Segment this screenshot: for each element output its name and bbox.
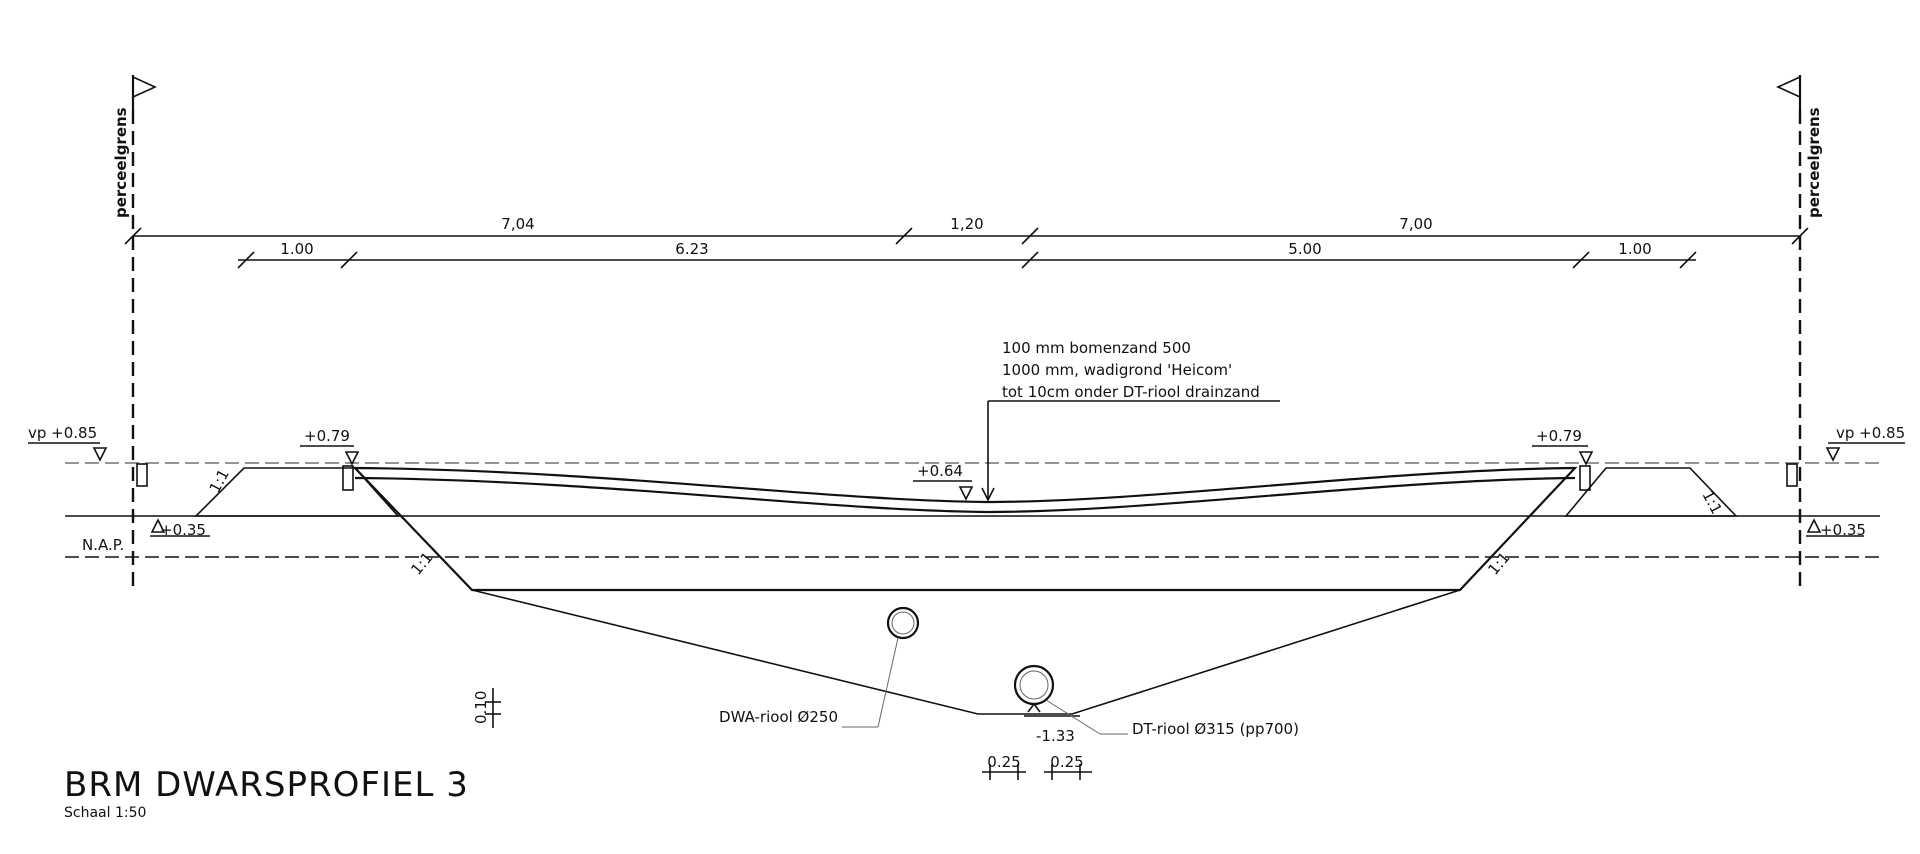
level-035-left-text: +0.35 [160, 521, 206, 539]
small-dim-h2-text: 0.25 [1050, 753, 1083, 771]
dim-bottom-4: 1.00 [1618, 240, 1651, 258]
reference-lines [65, 462, 1880, 558]
dim-top-2: 1,20 [950, 215, 983, 233]
level-top-left: +0.79 [300, 427, 360, 466]
spec-note: 100 mm bomenzand 500 1000 mm, wadigrond … [981, 339, 1280, 502]
level-top-right-text: +0.79 [1536, 427, 1582, 445]
wadi-surface [354, 476, 1576, 514]
dimension-line-bottom: 1.00 6.23 5.00 1.00 [237, 240, 1697, 269]
level-center-text: +0.64 [917, 462, 963, 480]
level-center: +0.64 [913, 462, 974, 501]
perceelgrens-right-label: perceelgrens [1805, 107, 1823, 218]
nap-label: N.A.P. [82, 536, 124, 554]
dt-pipe: -1.33 DT-riool Ø315 (pp700) [1013, 664, 1299, 745]
spec-line-1: 100 mm bomenzand 500 [1002, 339, 1191, 357]
small-dim-horizontal: 0.25 0.25 [982, 753, 1092, 780]
dimension-line-top: 7,04 1,20 7,00 [124, 215, 1809, 245]
dim-bottom-1: 1.00 [280, 240, 313, 258]
embankment-right [1564, 467, 1738, 517]
level-035-right: +0.35 [1806, 518, 1866, 539]
level-vp-left-text: vp +0.85 [28, 424, 97, 442]
level-vp-right: vp +0.85 [1825, 424, 1905, 462]
small-dim-vertical: 0.10 [472, 688, 501, 728]
post-right [1579, 465, 1591, 491]
spec-line-2: 1000 mm, wadigrond 'Heicom' [1002, 361, 1232, 379]
post-left [342, 465, 354, 491]
dim-top-1: 7,04 [501, 215, 534, 233]
drainage-sand-layer [471, 589, 1461, 715]
dim-bottom-2: 6.23 [675, 240, 708, 258]
small-dim-v-text: 0.10 [472, 691, 490, 724]
slope-label-1: 1:1 [206, 466, 233, 496]
kerb-left [136, 463, 148, 487]
perceelgrens-left-label: perceelgrens [112, 107, 130, 218]
dwa-pipe-label: DWA-riool Ø250 [719, 708, 838, 726]
slope-label-3: 1:1 [1484, 549, 1513, 579]
dwa-pipe: DWA-riool Ø250 [719, 606, 920, 728]
drawing-scale: Schaal 1:50 [64, 805, 146, 821]
wadi-soil-body [352, 466, 1578, 592]
level-035-right-text: +0.35 [1820, 521, 1866, 539]
property-boundary-left: perceelgrens [112, 75, 157, 590]
small-dim-h1-text: 0.25 [987, 753, 1020, 771]
kerb-right [1786, 463, 1798, 487]
dim-bottom-3: 5.00 [1288, 240, 1321, 258]
level-035-left: +0.35 [150, 518, 210, 539]
slope-label-2: 1:1 [407, 549, 436, 579]
level-top-left-text: +0.79 [304, 427, 350, 445]
dt-pipe-label: DT-riool Ø315 (pp700) [1132, 720, 1299, 738]
drawing-title: BRM DWARSPROFIEL 3 [64, 765, 469, 805]
slope-label-4: 1:1 [1698, 487, 1725, 517]
level-bottom-text: -1.33 [1036, 727, 1075, 745]
dim-top-3: 7,00 [1399, 215, 1432, 233]
property-boundary-right: perceelgrens [1776, 75, 1823, 590]
spec-line-3: tot 10cm onder DT-riool drainzand [1002, 383, 1260, 401]
level-top-right: +0.79 [1532, 427, 1594, 466]
level-vp-right-text: vp +0.85 [1836, 424, 1905, 442]
level-vp-left: vp +0.85 [28, 424, 108, 462]
